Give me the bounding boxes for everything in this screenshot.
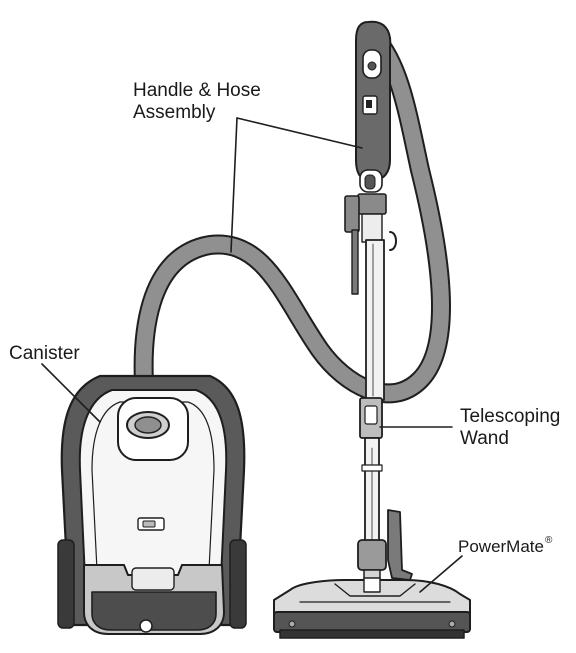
handle (344, 20, 397, 295)
label-handle-hose-line1: Handle & Hose (133, 80, 261, 101)
label-powermate-text: PowerMate (458, 537, 544, 556)
label-telescoping-line1: Telescoping (460, 406, 561, 427)
powermate-head (273, 577, 471, 639)
hose (133, 28, 451, 435)
registered-mark: ® (544, 535, 553, 546)
leader-canister (41, 363, 101, 423)
label-handle-hose-assembly: Handle & Hose Assembly (133, 80, 261, 124)
leader-hose (230, 117, 238, 253)
telescoping-wand (357, 239, 413, 585)
canister-body (57, 374, 247, 635)
label-wand-line2: Wand (460, 428, 509, 449)
label-canister: Canister (9, 343, 80, 364)
label-handle-hose-line2: Assembly (133, 102, 216, 123)
leader-lines (41, 117, 463, 593)
label-powermate: PowerMate® (458, 530, 552, 558)
label-telescoping-wand: Telescoping Wand (460, 406, 560, 450)
leader-handle (236, 117, 363, 149)
leader-powermate (419, 555, 463, 593)
